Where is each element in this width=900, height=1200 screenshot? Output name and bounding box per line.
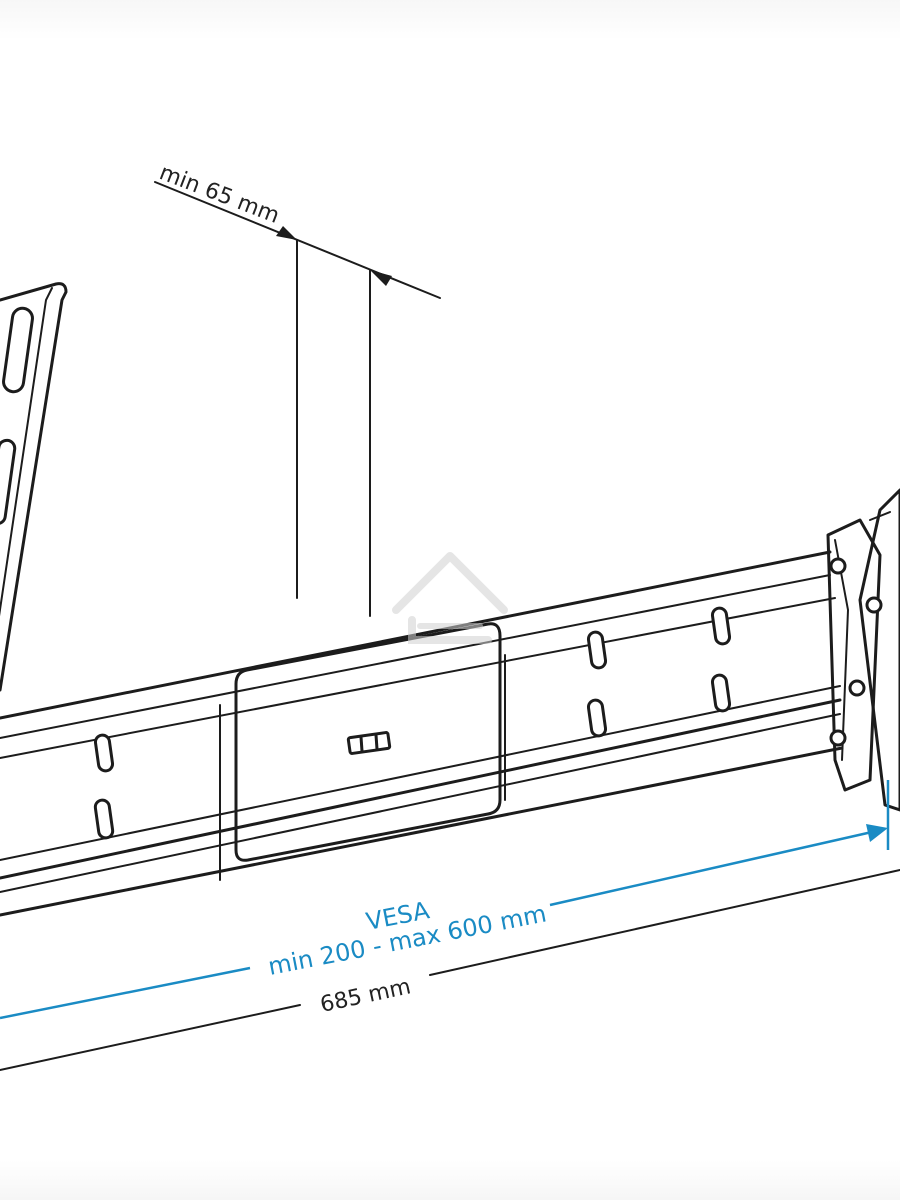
arrow-left-icon [370,270,392,286]
bolt-icon [829,557,847,575]
left-bracket-arm [0,282,68,692]
wall-rail [0,550,844,917]
right-bracket-arm [826,488,900,812]
width-label: 685 mm [318,974,413,1018]
vesa-dimension: VESA min 200 - max 600 mm [0,780,890,1020]
center-cover-plate [234,622,502,862]
rail-slots [93,606,732,840]
bolt-icon [865,596,883,614]
house-icon [392,552,508,644]
arrow-right-icon [866,824,888,842]
bubble-level-icon [346,731,392,755]
depth-label: min 65 mm [156,160,283,229]
bolt-icon [829,729,847,747]
depth-dimension: min 65 mm [154,160,441,617]
arrow-right-icon [276,226,297,240]
width-dimension: 685 mm [0,869,900,1071]
bolt-icon [848,679,866,697]
